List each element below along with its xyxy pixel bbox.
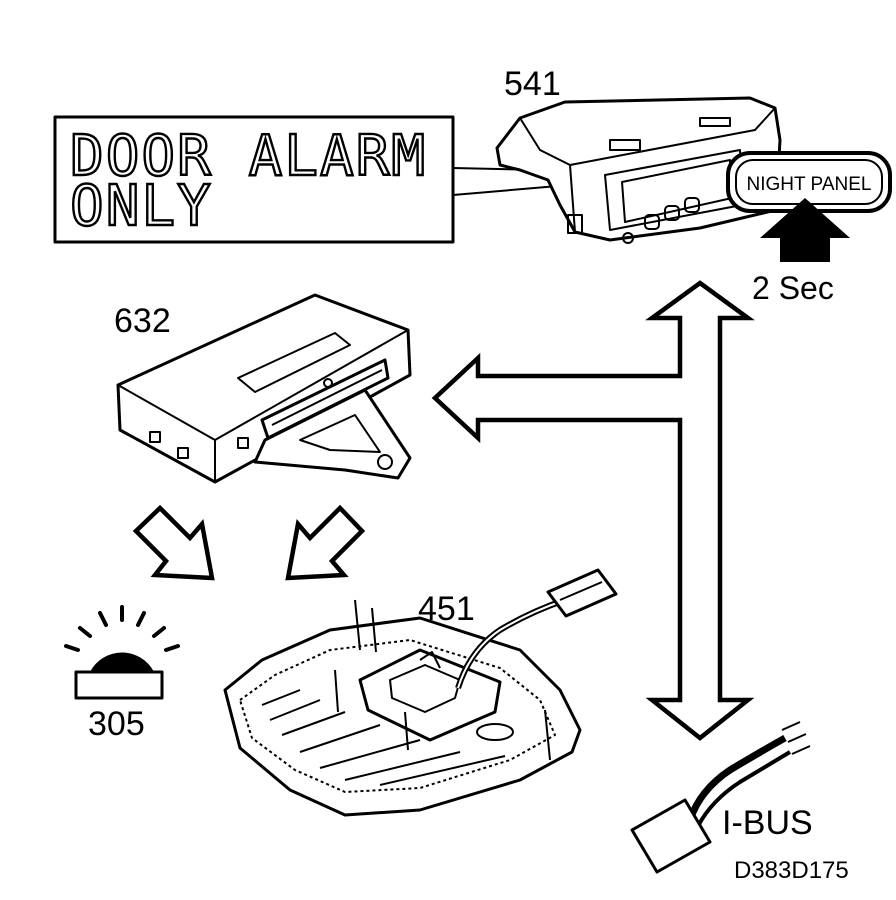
figure-code: D383D175: [734, 857, 849, 884]
control-module-632: [116, 293, 412, 484]
label-305: 305: [88, 705, 145, 743]
output-arrow-to-451: [285, 504, 366, 581]
ibus-signal-arrow: [431, 280, 755, 741]
lcd-line-1: DOOR ALARM: [70, 124, 427, 189]
label-541: 541: [504, 65, 561, 103]
label-451: 451: [418, 590, 475, 628]
label-632: 632: [114, 302, 171, 340]
lcd-line-2: ONLY: [70, 174, 213, 239]
hold-time-label: 2 Sec: [752, 270, 834, 306]
night-panel-label: NIGHT PANEL: [747, 174, 872, 195]
output-arrow-to-305: [132, 504, 215, 581]
ibus-label: I-BUS: [722, 804, 813, 842]
lcd-display-callout: DOOR ALARM ONLY: [53, 115, 455, 244]
alarm-indicator-305: [64, 605, 180, 700]
press-arrow: [760, 198, 850, 262]
interior-light-451: [223, 568, 618, 817]
night-panel-button: NIGHT PANEL: [726, 151, 892, 213]
ibus-connector: [630, 721, 811, 874]
indicator-rays: [64, 605, 180, 652]
